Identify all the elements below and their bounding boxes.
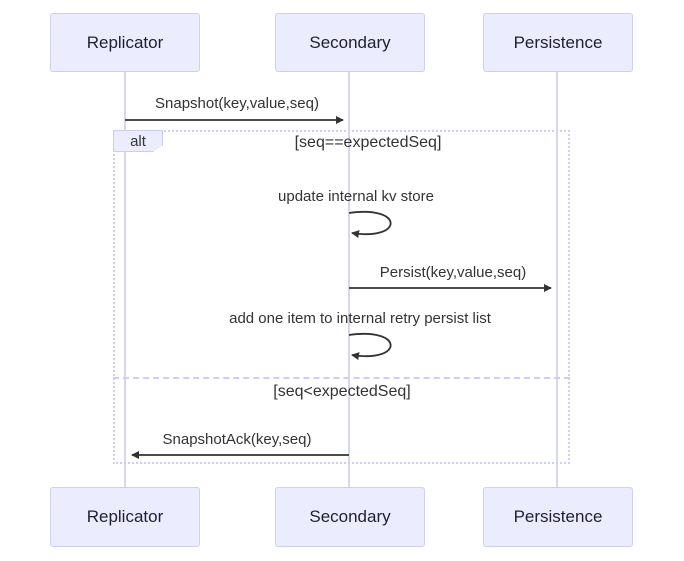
actor-label-persistence: Persistence: [513, 507, 603, 526]
alt-frame: [113, 130, 570, 464]
actor-label-replicator: Replicator: [86, 507, 164, 526]
message-label-snapshot: Snapshot(key,value,seq): [155, 95, 319, 112]
alt-operator-text: alt: [130, 132, 146, 150]
actor-box-top-secondary: Secondary: [275, 13, 425, 72]
actor-box-bottom-replicator: Replicator: [50, 487, 200, 547]
actor-label-secondary: Secondary: [309, 507, 391, 526]
message-label-snapshot-ack: SnapshotAck(key,seq): [162, 431, 312, 448]
actor-box-bottom-persistence: Persistence: [483, 487, 633, 547]
alt-operator-label: alt: [113, 130, 163, 152]
actor-label-persistence: Persistence: [513, 32, 603, 52]
actor-box-top-replicator: Replicator: [50, 13, 200, 72]
message-label-update-kv-store: update internal kv store: [278, 188, 434, 205]
actor-box-top-persistence: Persistence: [483, 13, 633, 72]
alt-condition-2: [seq<expectedSeq]: [273, 383, 411, 400]
alt-condition-1: [seq==expectedSeq]: [294, 134, 442, 151]
alt-frame-divider: [113, 377, 570, 379]
message-label-persist: Persist(key,value,seq): [379, 264, 527, 281]
self-loop-arrow-add-retry-item: [348, 332, 392, 361]
message-label-add-retry-item: add one item to internal retry persist l…: [229, 310, 491, 327]
actor-label-secondary: Secondary: [309, 32, 391, 52]
self-loop-arrow-update-kv-store: [348, 210, 392, 239]
actor-label-replicator: Replicator: [86, 32, 164, 52]
actor-box-bottom-secondary: Secondary: [275, 487, 425, 547]
